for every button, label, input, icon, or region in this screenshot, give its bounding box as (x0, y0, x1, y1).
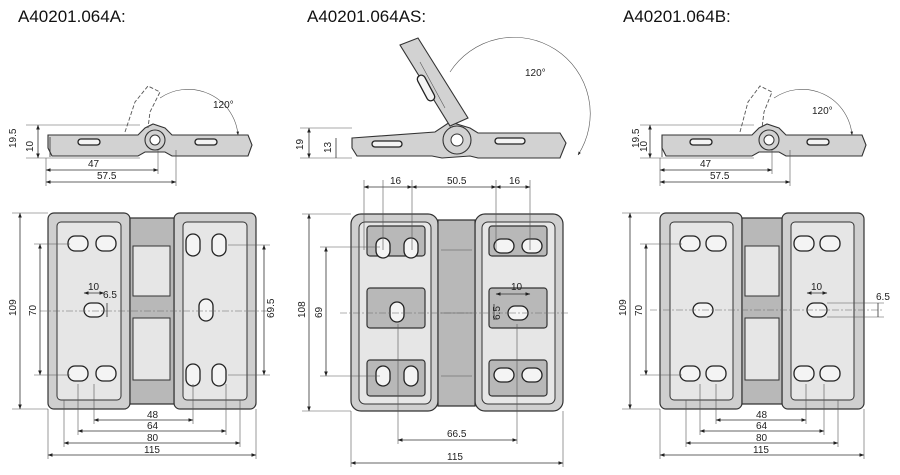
w1-a: 47 (88, 159, 100, 170)
height-a: 109 (8, 299, 19, 316)
hole-w-as: 10 (511, 282, 523, 293)
height-as: 108 (297, 301, 308, 318)
h-inner-b: 10 (639, 140, 650, 152)
bottom-as: 66.5 (447, 429, 467, 440)
w1-b: 47 (700, 159, 712, 170)
hole-w-a: 10 (88, 282, 100, 293)
h-total-a: 19.5 (8, 128, 19, 148)
side-view-as (300, 36, 591, 159)
title-as: A40201.064AS: (307, 7, 427, 26)
h-inner-a: 10 (25, 140, 36, 152)
width-as: 115 (447, 452, 463, 463)
b3-a: 80 (147, 433, 159, 444)
h-total-as: 19 (295, 138, 306, 150)
title-b: A40201.064B: (623, 7, 731, 26)
width-b: 115 (753, 445, 769, 456)
hole-h-a: 6.5 (103, 290, 117, 301)
angle-b: 120° (812, 106, 833, 117)
top2-as: 16 (509, 176, 521, 187)
angle-a: 120° (213, 100, 234, 111)
side-view-b (640, 85, 867, 186)
top1-as: 16 (390, 176, 402, 187)
height-b: 109 (618, 299, 629, 316)
w2-a: 57.5 (97, 171, 117, 182)
w2-b: 57.5 (710, 171, 730, 182)
b2-b: 64 (756, 421, 768, 432)
h-inner-as: 13 (323, 141, 334, 153)
b1-b: 48 (756, 410, 768, 421)
hole-h-as: 6.5 (492, 306, 503, 320)
pitch-a: 70 (28, 304, 39, 316)
front-view-b (622, 212, 884, 459)
pitch-b: 70 (634, 304, 645, 316)
width-a: 115 (144, 445, 160, 456)
side-view-a (26, 85, 253, 186)
h-total-b: 19.5 (631, 128, 642, 148)
title-a: A40201.064A: (18, 7, 126, 26)
angle-as: 120° (525, 68, 546, 79)
pitch-as: 69 (314, 306, 325, 318)
front-view-a (12, 212, 270, 459)
hole-h-b: 6.5 (876, 292, 890, 303)
top-mid-as: 50.5 (447, 176, 467, 187)
front-view-as (302, 180, 570, 467)
b1-a: 48 (147, 410, 159, 421)
b3-b: 80 (756, 433, 768, 444)
right-pitch-a: 69.5 (266, 298, 277, 318)
hole-w-b: 10 (811, 282, 823, 293)
b2-a: 64 (147, 421, 159, 432)
